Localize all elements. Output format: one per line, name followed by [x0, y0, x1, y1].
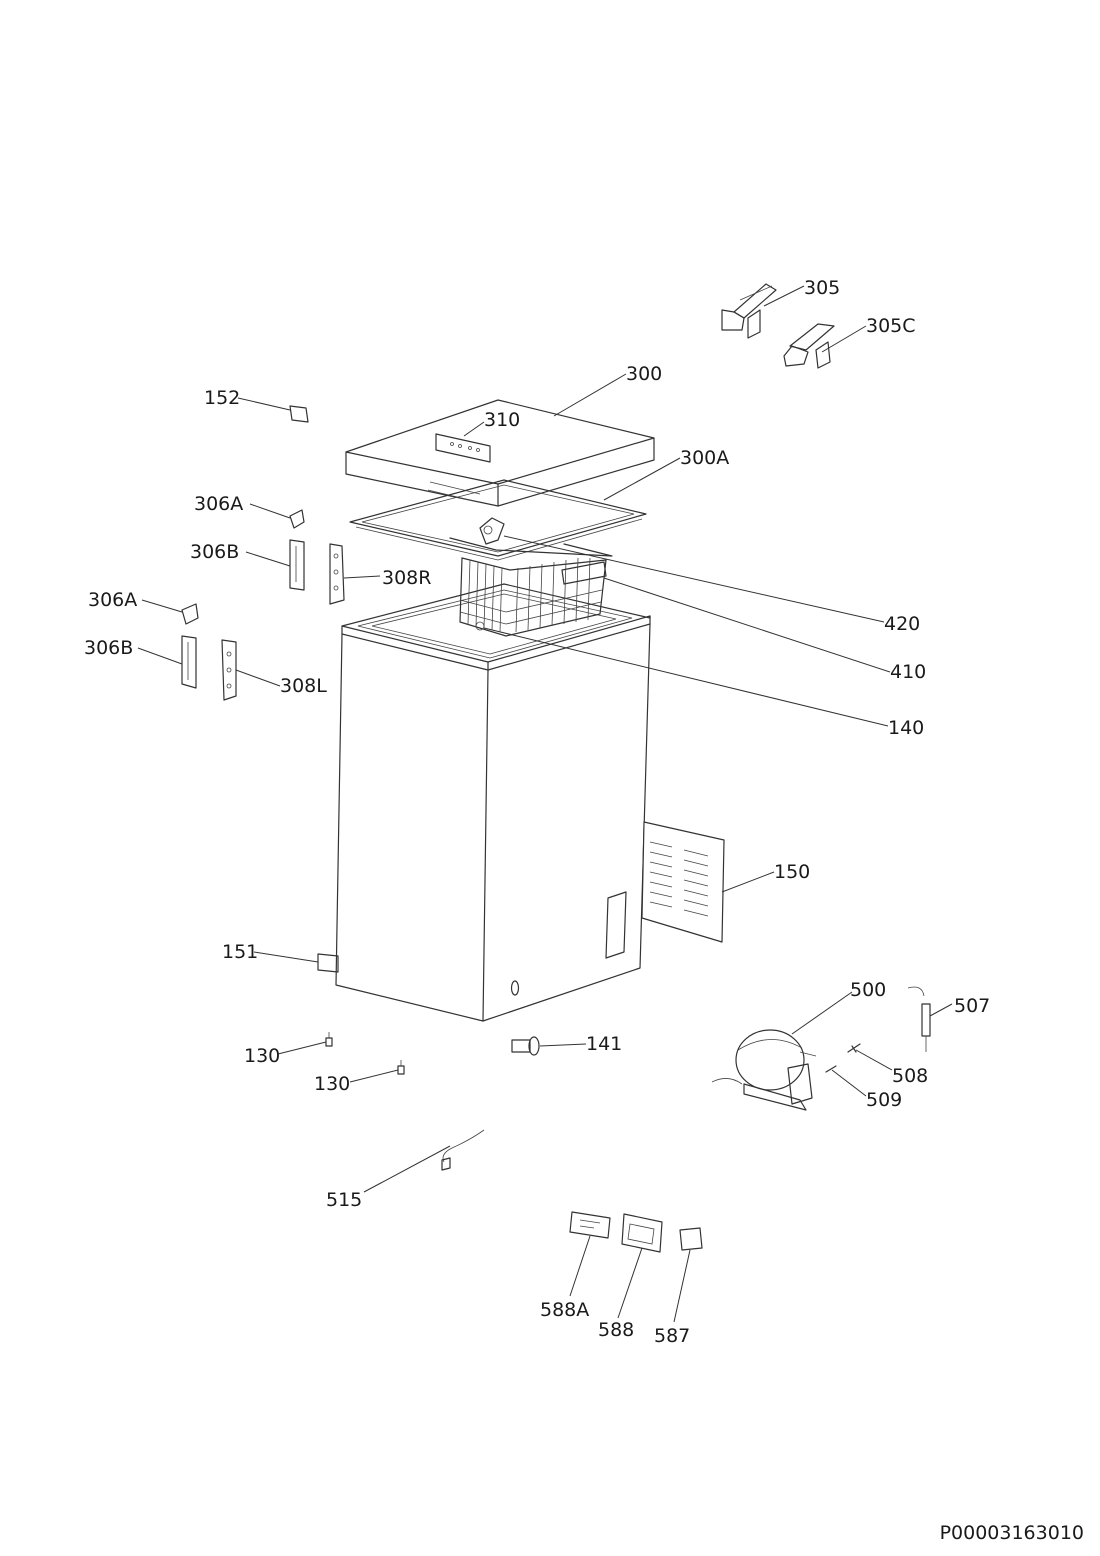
clip-508 — [847, 1043, 861, 1053]
label-588A — [569, 1211, 611, 1239]
leader-lines — [137, 285, 953, 1323]
foot-a — [325, 1032, 333, 1047]
label-588: 588 — [598, 1319, 634, 1341]
starter-relay-507 — [907, 986, 931, 1052]
side-cover-151 — [317, 953, 339, 973]
label-141: 141 — [586, 1033, 622, 1055]
label-305C: 305C — [866, 315, 916, 337]
label-420: 420 — [884, 613, 920, 635]
label-306B-bottom: 306B — [84, 637, 133, 659]
document-code: P00003163010 — [939, 1522, 1084, 1544]
label-152: 152 — [204, 387, 240, 409]
label-515: 515 — [326, 1189, 362, 1211]
label-310: 310 — [484, 409, 520, 431]
power-cord — [441, 1129, 485, 1171]
label-300A: 300A — [680, 447, 729, 469]
label-509: 509 — [866, 1089, 902, 1111]
clip-509 — [825, 1065, 837, 1073]
label-410: 410 — [890, 661, 926, 683]
cabinet-body — [335, 583, 651, 1022]
part-labels: 305 305C 300 152 310 300A 306A 306B 308R… — [84, 277, 990, 1347]
label-306A-top: 306A — [194, 493, 243, 515]
hinge-cap-152 — [289, 405, 309, 423]
lid — [345, 399, 655, 507]
label-300: 300 — [626, 363, 662, 385]
label-308L: 308L — [280, 675, 327, 697]
drain-plug — [511, 1036, 540, 1056]
label-306B-top: 306B — [190, 541, 239, 563]
wire-basket — [449, 517, 613, 637]
label-306A-bottom: 306A — [88, 589, 137, 611]
label-305: 305 — [804, 277, 840, 299]
rear-cover — [641, 821, 725, 943]
label-150: 150 — [774, 861, 810, 883]
hinge-cover-305 — [721, 283, 777, 339]
label-507: 507 — [954, 995, 990, 1017]
lid-gasket — [349, 479, 647, 561]
label-130-b: 130 — [314, 1073, 350, 1095]
label-508: 508 — [892, 1065, 928, 1087]
foot-b — [397, 1060, 405, 1075]
display-panel — [435, 433, 491, 463]
label-588 — [621, 1213, 663, 1253]
label-587: 587 — [654, 1325, 690, 1347]
label-308R: 308R — [382, 567, 431, 589]
label-587 — [679, 1227, 703, 1251]
label-130-a: 130 — [244, 1045, 280, 1067]
hinge-cover-305C — [783, 323, 835, 369]
label-588A: 588A — [540, 1299, 589, 1321]
hinge-assembly-right — [289, 509, 345, 605]
label-151: 151 — [222, 941, 258, 963]
label-140: 140 — [888, 717, 924, 739]
label-500: 500 — [850, 979, 886, 1001]
compressor — [711, 1029, 817, 1111]
hinge-assembly-left — [181, 603, 237, 701]
